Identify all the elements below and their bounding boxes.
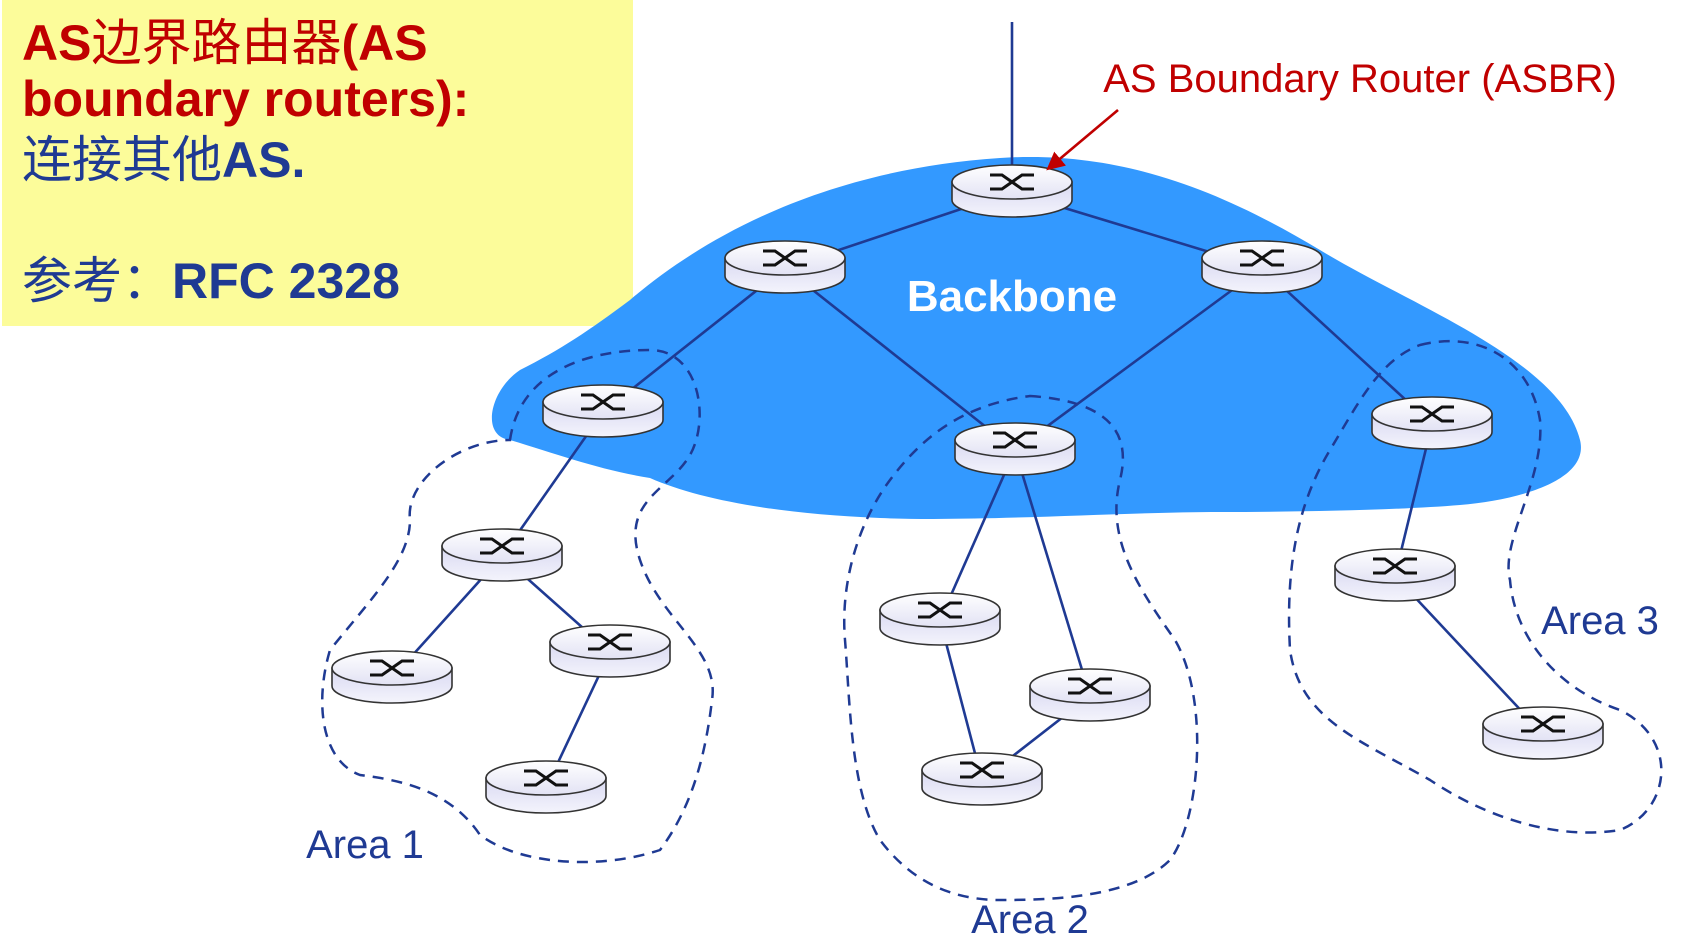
area-3-border-router-icon	[1370, 395, 1494, 451]
area-2-router-icon	[878, 591, 1002, 647]
asbr-pointer-arrow	[1046, 109, 1119, 171]
note-as-paren-text: (AS	[341, 15, 428, 71]
note-asbr-cjk-text: 边界路由器	[91, 14, 342, 72]
area-3-router-icon	[1481, 705, 1605, 761]
link-abr2-a2r1	[938, 449, 1017, 621]
note-connect-cjk-text: 连接其他	[22, 131, 222, 189]
area-2-router-icon	[920, 751, 1044, 807]
area-1-router-icon	[440, 527, 564, 583]
area-2-label: Area 2	[971, 898, 1089, 942]
area-1-router-icon	[484, 759, 608, 815]
asbr-label: AS Boundary Router (ASBR)	[1103, 57, 1617, 101]
area-3-label: Area 3	[1541, 599, 1659, 643]
area-2-router-icon	[1028, 667, 1152, 723]
note-as-text: AS	[22, 15, 92, 71]
note-line-3: 连接其他AS.	[22, 135, 305, 185]
backbone-left-router-icon	[723, 239, 847, 295]
note-line-2: boundary routers):	[22, 71, 470, 127]
backbone-label: Backbone	[907, 272, 1117, 321]
area-1-router-icon	[548, 623, 672, 679]
area-2-boundary	[843, 394, 1199, 902]
info-note-box: AS边界路由器(AS boundary routers): 连接其他AS. 参考…	[2, 0, 633, 326]
area-3-router-icon	[1333, 547, 1457, 603]
area-1-router-icon	[330, 649, 454, 705]
area-1-label: Area 1	[306, 823, 424, 867]
area-1-border-router-icon	[541, 383, 665, 439]
link-backbone-right-abr3	[1261, 267, 1433, 425]
link-abr2-a2r2	[1013, 449, 1092, 697]
area-3-boundary	[1287, 340, 1663, 834]
note-line-1: AS边界路由器(AS	[22, 18, 428, 68]
note-rfc-text: RFC 2328	[172, 253, 400, 309]
asbr-router-icon	[950, 163, 1074, 219]
note-line-4: 参考：RFC 2328	[22, 256, 400, 306]
area-1-boundary	[321, 348, 714, 864]
note-reference-cjk-text: 参考：	[22, 252, 172, 310]
backbone-right-router-icon	[1200, 239, 1324, 295]
link-backbone-right-abr2	[1014, 266, 1263, 452]
note-as-dot-text: AS.	[222, 132, 306, 188]
link-backbone-left-abr2	[784, 266, 1016, 452]
area-2-border-router-icon	[953, 421, 1077, 477]
